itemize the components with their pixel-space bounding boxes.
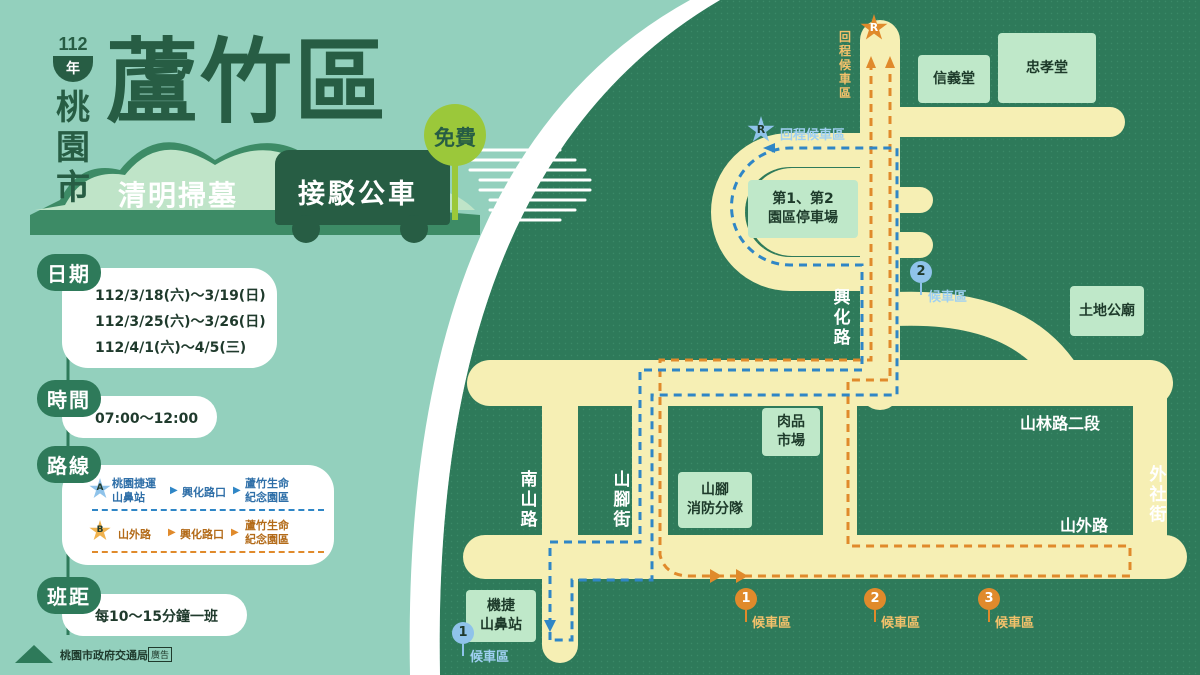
route-b-to: 蘆竹生命 紀念園區: [245, 519, 289, 546]
orange-stop-2-badge: 2: [870, 591, 880, 606]
blue-stop-2-label: 候車區: [928, 290, 968, 305]
return-stop-orange-badge: R: [869, 21, 879, 34]
time-value: 07:00～12:00: [95, 411, 199, 427]
poi-zhongxiao: 忠孝堂: [998, 33, 1096, 103]
free-pin-icon: [424, 104, 486, 166]
orange-stop-3-badge: 3: [984, 591, 994, 606]
blue-stop-1-pin-icon: [452, 622, 474, 644]
dates-label: 日期: [37, 254, 101, 291]
bus-label: 接駁公車: [298, 179, 418, 210]
road-label-shanwai: 山外路: [1060, 516, 1109, 535]
blue-stop-1-badge: 1: [458, 625, 468, 640]
subtitle: 清明掃墓: [118, 179, 239, 212]
dates-box: [62, 268, 277, 368]
orange-stop-3-pin-icon: [978, 588, 1000, 610]
date-2: 112/3/25(六)～3/26(日): [95, 314, 266, 330]
route-b-line: [658, 62, 1132, 578]
road-label-shanjiao: 山腳街: [613, 470, 631, 530]
road-label-shanlin: 山林路二段: [1020, 414, 1101, 433]
district-title: 蘆竹區: [106, 29, 389, 136]
blue-stop-2-pin-icon: [910, 261, 932, 283]
return-stop-blue-label: 回程候車區: [780, 128, 846, 143]
roads: [463, 20, 1187, 663]
orange-stop-3-label: 候車區: [995, 616, 1035, 631]
blue-stop-2-badge: 2: [916, 264, 926, 279]
route-b-via: 興化路口: [180, 528, 224, 541]
headway-value: 每10～15分鐘一班: [95, 609, 218, 625]
city-name: 桃園市: [56, 88, 90, 208]
blue-stop-1-label: 候車區: [470, 650, 510, 665]
year-suffix: 年: [66, 61, 80, 77]
year-number: 112: [58, 34, 88, 54]
free-tag: 免費: [434, 126, 476, 150]
routes-box: [62, 465, 334, 565]
orange-stop-2-pin-icon: [864, 588, 886, 610]
orange-stop-1-pin-icon: [735, 588, 757, 610]
orange-stop-1-label: 候車區: [752, 616, 792, 631]
route-a-badge: A: [96, 483, 104, 493]
route-a-line: [548, 146, 899, 642]
road-label-nanshan: 南山路: [520, 470, 538, 530]
route-a-to: 蘆竹生命 紀念園區: [245, 477, 289, 504]
poi-parking: 第1、第2 園區停車場: [748, 180, 858, 238]
poi-tudigong: 土地公廟: [1070, 286, 1144, 336]
return-stop-blue-badge: R: [756, 123, 766, 136]
poi-xinyi: 信義堂: [918, 55, 990, 103]
date-1: 112/3/18(六)～3/19(日): [95, 288, 266, 304]
time-label: 時間: [37, 380, 101, 417]
route-a-arrows: [544, 143, 775, 632]
route-a-from: 桃園捷運 山鼻站: [112, 477, 156, 504]
road-label-waishe: 外社街: [1149, 465, 1167, 525]
route-b-from: 山外路: [118, 528, 151, 541]
year-badge: 112 年: [47, 34, 99, 86]
poi-mrt-station: 機捷 山鼻站: [466, 590, 536, 642]
date-3: 112/4/1(六)～4/5(三): [95, 340, 247, 356]
footer-ad: 廣告: [148, 647, 173, 662]
return-stop-orange-label: 回程候車區: [839, 30, 852, 100]
orange-stop-1-badge: 1: [741, 591, 751, 606]
route-label: 路線: [37, 446, 101, 483]
headway-label: 班距: [37, 577, 101, 614]
route-b-badge: B: [96, 525, 104, 535]
poi-meat-market: 肉品 市場: [762, 408, 820, 456]
orange-stop-2-label: 候車區: [881, 616, 921, 631]
route-a-via: 興化路口: [182, 486, 226, 499]
road-label-xinghua: 興化路: [833, 288, 851, 348]
route-b-arrows: [710, 56, 895, 583]
poi-fire-station: 山腳 消防分隊: [678, 472, 752, 528]
bus-icon: [275, 150, 450, 225]
footer-org: 桃園市政府交通局: [60, 649, 148, 662]
